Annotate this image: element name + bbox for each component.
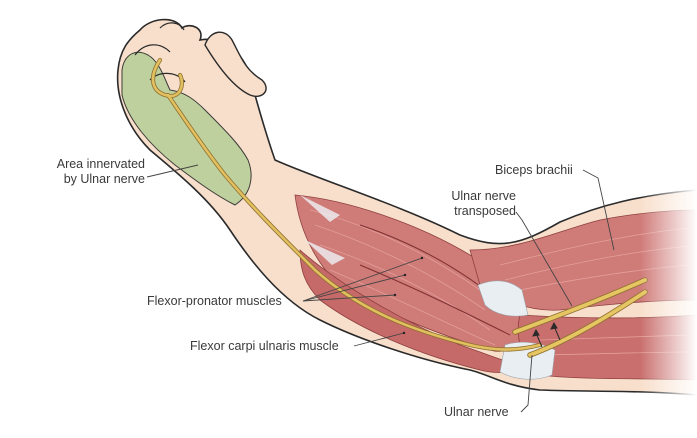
label-area-innervated-line2: by Ulnar nerve bbox=[63, 172, 145, 186]
label-ulnar-nerve: Ulnar nerve bbox=[444, 405, 509, 419]
label-biceps-brachii: Biceps brachii bbox=[495, 163, 573, 177]
label-ulnar-nerve-transposed: Ulnar nerve transposed bbox=[430, 189, 516, 219]
label-area-innervated: Area innervated by Ulnar nerve bbox=[20, 157, 145, 187]
label-flexor-carpi-ulnaris-muscle: Flexor carpi ulnaris muscle bbox=[190, 339, 339, 353]
leader-lines bbox=[146, 164, 615, 413]
aponeurosis bbox=[477, 280, 529, 317]
label-flexor-pronator-muscles: Flexor-pronator muscles bbox=[147, 294, 282, 308]
label-ulnar-nerve-transposed-line2: transposed bbox=[454, 204, 516, 218]
label-area-innervated-line1: Area innervated bbox=[56, 157, 145, 171]
label-ulnar-nerve-transposed-line1: Ulnar nerve bbox=[451, 189, 516, 203]
thumb bbox=[204, 31, 267, 97]
